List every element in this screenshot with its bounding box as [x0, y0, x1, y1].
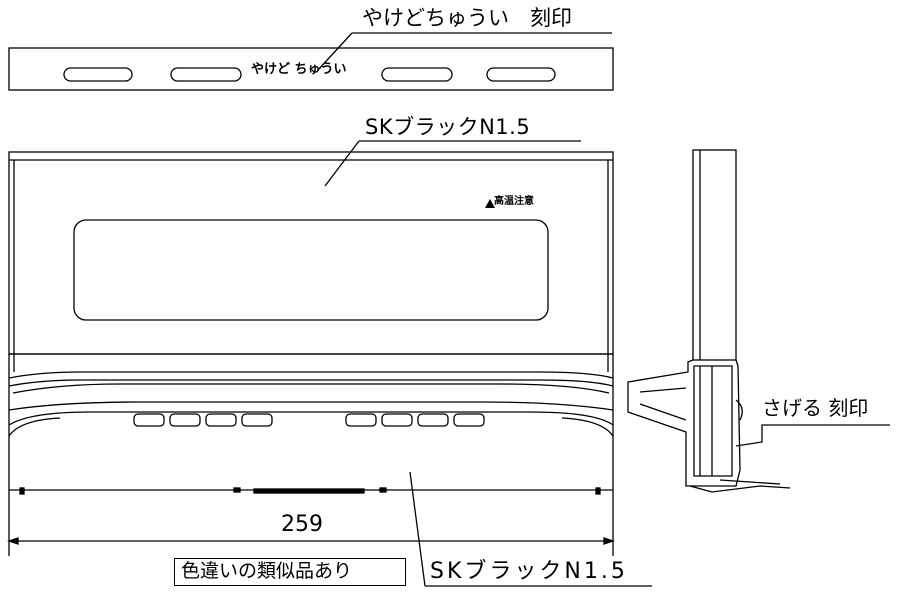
display-window [73, 219, 549, 321]
knob-cutout-5 [345, 413, 377, 427]
warning-triangle-icon [485, 199, 495, 208]
variant-note-box: 色違いの類似品あり [174, 558, 406, 586]
knob-cutout-4 [241, 413, 273, 427]
leader-lines-top [317, 32, 612, 71]
width-dimension [6, 490, 616, 556]
engraved-strip [8, 47, 614, 91]
warning-text: 高温注意 [494, 196, 534, 207]
side-view [627, 149, 890, 493]
knob-cutout-6 [381, 413, 413, 427]
knob-cutout-3 [205, 413, 237, 427]
front-view [8, 140, 614, 495]
strip-engraved-text: やけど ちゅうい [251, 62, 347, 77]
knob-cutout-7 [417, 413, 449, 427]
leader-lines-bottom [409, 471, 652, 587]
knob-cutout-8 [453, 413, 485, 427]
material-label-lower: SKブラックN1.5 [430, 559, 628, 584]
material-label-upper: SKブラックN1.5 [365, 115, 531, 139]
engraving-label-side: さげる 刻印 [762, 396, 869, 420]
strip-slot-2 [170, 67, 242, 82]
knob-cutout-1 [133, 413, 165, 427]
strip-slot-1 [63, 67, 133, 82]
knob-cutout-2 [169, 413, 201, 427]
width-dimension-value: 259 [281, 512, 323, 537]
strip-slot-4 [486, 67, 556, 82]
engraving-label-top: やけどちゅうい 刻印 [362, 6, 572, 30]
strip-slot-3 [381, 67, 453, 82]
